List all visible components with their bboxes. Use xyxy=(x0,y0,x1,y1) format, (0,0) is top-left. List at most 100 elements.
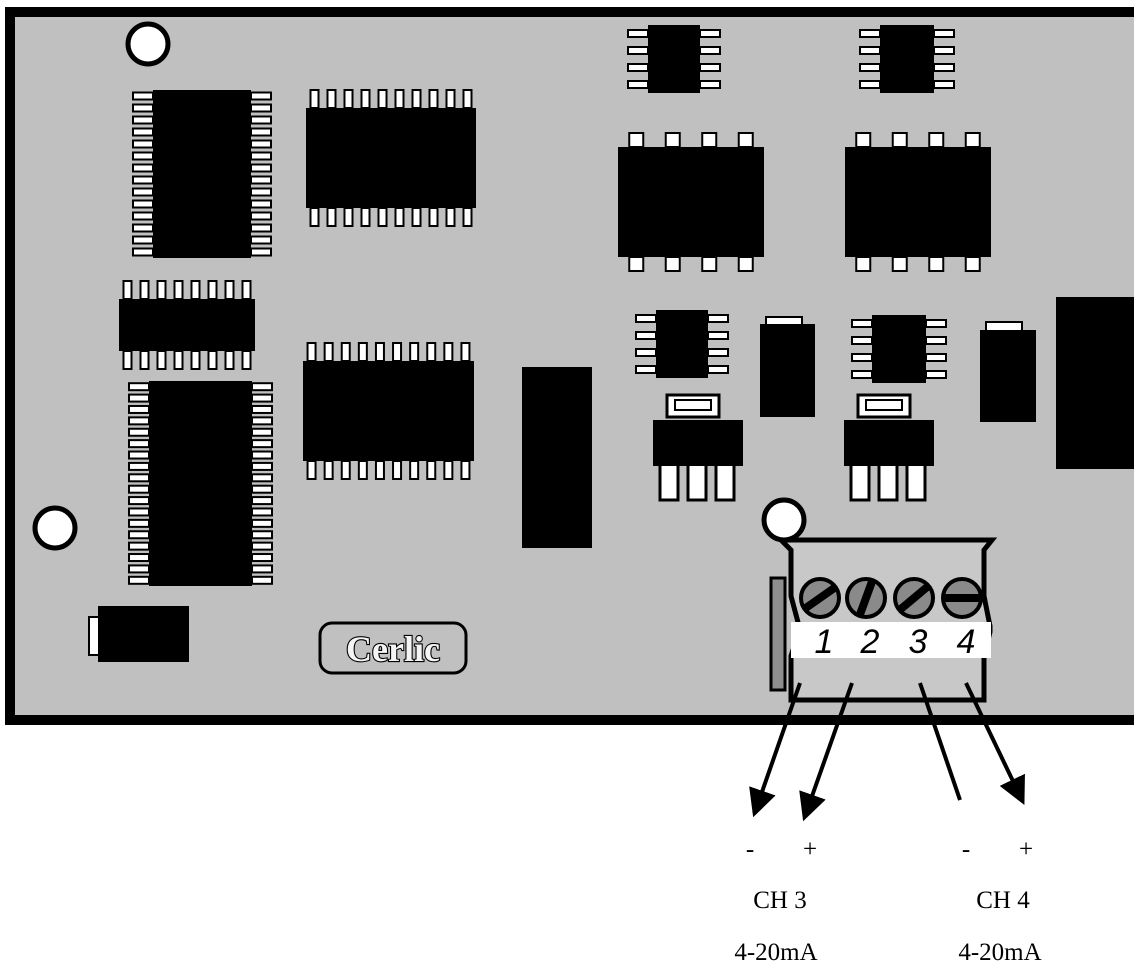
ic-small-top-center-pin xyxy=(627,46,649,55)
ic-tall-bottom-left-pin xyxy=(128,496,150,506)
ic-wide-top-pin xyxy=(411,89,422,109)
ic-wide-mid-left-pin xyxy=(156,280,167,300)
terminal-number-4: 4 xyxy=(957,623,976,661)
terminal-housing xyxy=(774,537,998,703)
ic-small-mid-left-pin xyxy=(635,365,657,374)
ic-wide-top-pin xyxy=(428,207,439,227)
ic-tall-left-pin xyxy=(132,199,154,209)
ic-wide-mid-left-pin xyxy=(224,350,235,370)
ic-small-top-right-pin xyxy=(933,46,955,55)
ic-small-top-right-pin xyxy=(859,46,881,55)
ic-wide-top xyxy=(306,89,476,227)
ic-dip-right-pin xyxy=(964,256,981,272)
ic-tall-bottom-left xyxy=(128,381,273,586)
ic-wide-top-pin xyxy=(428,89,439,109)
ic-tall-bottom-left-pin xyxy=(128,382,150,392)
ic-wide-top-pin xyxy=(462,207,473,227)
ic-wide-top-pin xyxy=(445,89,456,109)
mounting-hole-top-left xyxy=(125,21,171,67)
ic-wide-mid-left-pin xyxy=(139,280,150,300)
ic-small-top-right-body xyxy=(880,25,934,93)
wire-terminal-3 xyxy=(918,682,962,801)
ic-tall-left-pin xyxy=(250,127,272,137)
ic-tall-left-pin xyxy=(250,211,272,221)
ic-wide-top-pin xyxy=(462,89,473,109)
ic-tall-left-pin xyxy=(132,127,154,137)
ic-tall-bottom-left-pin xyxy=(128,416,150,426)
voltage-regulator-left xyxy=(653,393,743,502)
ic-small-top-right-pin xyxy=(859,63,881,72)
ic-small-mid-left-body xyxy=(656,310,708,378)
ic-wide-mid-pin xyxy=(443,342,454,362)
ic-small-mid-left-pin xyxy=(635,314,657,323)
ic-tall-left-pin xyxy=(250,91,272,101)
ic-small-top-right-pin xyxy=(859,29,881,38)
ic-wide-top-pin xyxy=(377,89,388,109)
ic-dip-left-pin xyxy=(664,132,681,148)
ic-tall-bottom-left-pin xyxy=(251,530,273,540)
ic-tall-left-pin xyxy=(250,151,272,161)
ic-small-top-right-pin xyxy=(933,29,955,38)
terminal-label-strip xyxy=(791,622,991,658)
ic-small-mid-left-pin xyxy=(707,314,729,323)
wire-terminal-1 xyxy=(749,682,802,818)
ic-wide-mid-left-pin xyxy=(207,350,218,370)
ic-dip-left-pin xyxy=(664,256,681,272)
ic-wide-mid-left-body xyxy=(119,299,255,351)
ic-tall-bottom-left-pin xyxy=(128,473,150,483)
ic-small-top-center-pin xyxy=(627,63,649,72)
ic-tall-left-pin xyxy=(250,187,272,197)
ic-dip-right-pin xyxy=(891,256,908,272)
ic-dip-left-pin xyxy=(701,256,718,272)
terminal-screw-2 xyxy=(845,577,887,619)
ic-wide-mid-pin xyxy=(323,460,334,480)
ic-small-top-center-pin xyxy=(699,29,721,38)
ic-wide-mid-pin xyxy=(426,460,437,480)
terminal-screw-4 xyxy=(941,577,983,619)
ic-wide-top-pin xyxy=(394,89,405,109)
ch3-minus-label: - xyxy=(746,836,754,863)
ic-tall-left-pin xyxy=(132,175,154,185)
ic-tall-bottom-left-pin xyxy=(128,507,150,517)
ic-wide-mid-pin xyxy=(306,460,317,480)
ic-wide-mid-left-pin xyxy=(224,280,235,300)
ic-small-top-right xyxy=(859,25,955,93)
ic-dip-right-pin xyxy=(928,132,945,148)
ic-small-top-center-pin xyxy=(699,80,721,89)
wire-terminal-2 xyxy=(799,682,854,822)
ic-wide-mid-left-pin xyxy=(190,350,201,370)
terminal-number-3: 3 xyxy=(909,623,928,661)
ic-tall-bottom-left-pin xyxy=(251,564,273,574)
ic-tall-left-pin xyxy=(132,187,154,197)
ic-wide-mid-pin xyxy=(392,342,403,362)
terminal-screw-1 xyxy=(799,577,841,619)
ch3-plus-label: + xyxy=(803,836,817,863)
ic-tall-bottom-left-pin xyxy=(128,530,150,540)
ic-tall-left-pin xyxy=(250,175,272,185)
ic-small-mid-right-pin xyxy=(925,370,947,379)
ic-wide-mid-left-pin xyxy=(139,350,150,370)
ic-tall-bottom-left-pin xyxy=(128,461,150,471)
cerlic-logo: Cerlic xyxy=(318,621,468,675)
ic-tall-bottom-left-body xyxy=(149,381,252,586)
ic-dip-left-pin xyxy=(701,132,718,148)
ic-tall-left-pin xyxy=(250,139,272,149)
ic-dip-left-body xyxy=(618,147,764,257)
ic-dip-left xyxy=(618,132,764,272)
ic-small-top-right-pin xyxy=(933,80,955,89)
ch4-minus-label: - xyxy=(962,836,970,863)
ch3-name-label: CH 3 xyxy=(753,887,806,914)
ic-tall-left-pin xyxy=(132,139,154,149)
ic-wide-top-pin xyxy=(360,207,371,227)
ic-small-mid-right-pin xyxy=(851,353,873,362)
ic-tall-bottom-left-pin xyxy=(128,404,150,414)
ic-wide-mid-pin xyxy=(357,460,368,480)
ic-wide-top-pin xyxy=(411,207,422,227)
ic-small-mid-right-pin xyxy=(925,336,947,345)
ic-tall-left-pin xyxy=(250,223,272,233)
ic-wide-mid-pin xyxy=(426,342,437,362)
ic-tall-bottom-left-pin xyxy=(251,450,273,460)
ic-wide-mid-pin xyxy=(392,460,403,480)
ic-tall-bottom-left-pin xyxy=(128,450,150,460)
